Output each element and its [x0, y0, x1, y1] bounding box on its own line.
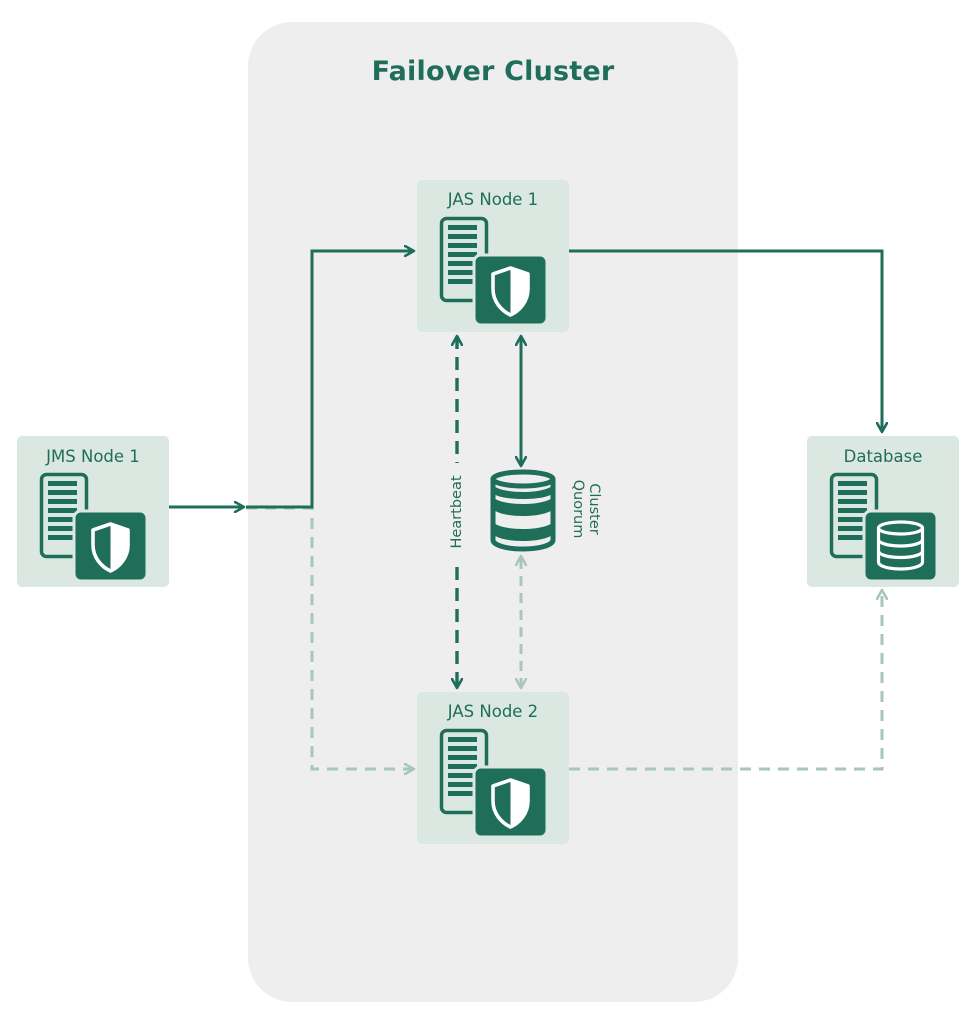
- heartbeat-label: Heartbeat: [447, 463, 467, 561]
- cluster-quorum-line-1: Cluster: [586, 483, 602, 535]
- cluster-quorum-label: Cluster Quorum: [568, 473, 602, 545]
- database-label: Database: [843, 447, 923, 466]
- jas-node-1-label: JAS Node 1: [447, 190, 539, 209]
- server-shield-icon: [39, 472, 149, 583]
- server-shield-icon: [439, 216, 549, 327]
- cluster-to-jas1-connector: [246, 251, 414, 509]
- jas-node-2-label: JAS Node 2: [447, 702, 539, 721]
- cluster-title: Failover Cluster: [371, 56, 615, 87]
- jas1-to-database-connector: [569, 249, 882, 432]
- jas2-to-database-standby-connector: [569, 590, 882, 771]
- jms-to-jas2-standby-connector: [246, 506, 414, 769]
- server-database-icon: [829, 472, 939, 583]
- server-shield-icon: [439, 728, 549, 839]
- database-cylinder-icon: [490, 469, 556, 552]
- cluster-quorum-line-2: Quorum: [570, 479, 586, 539]
- jms-node-1-label: JMS Node 1: [46, 447, 140, 466]
